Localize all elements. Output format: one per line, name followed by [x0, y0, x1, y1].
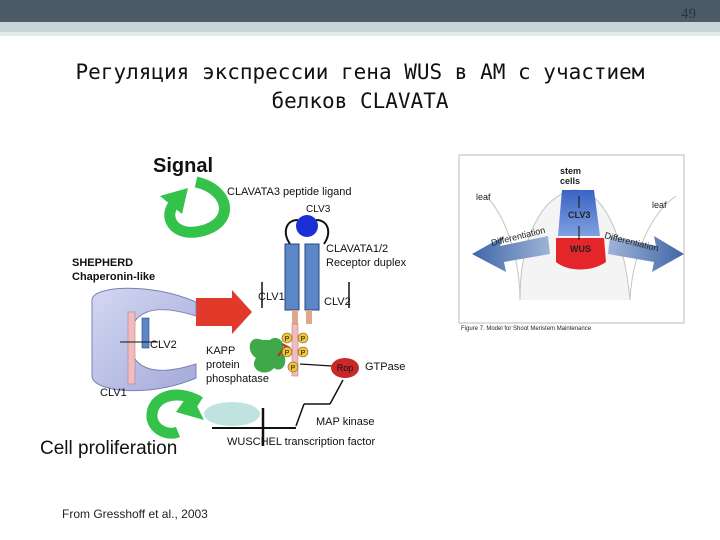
header-accent-band [0, 22, 720, 32]
phosphate-1-label: P [285, 336, 290, 343]
inset-leaf-left: leaf [476, 192, 491, 202]
rop-to-map-line [329, 379, 344, 405]
shepherd-label-line-1: SHEPHERD [72, 257, 133, 269]
signal-green-arrow [160, 176, 230, 238]
rop-label: Rop [337, 363, 354, 373]
wus-zone [556, 238, 606, 270]
phosphate-3-label: P [285, 350, 290, 357]
phosphate-4-label: P [301, 350, 306, 357]
cell-proliferation-label: Cell proliferation [40, 438, 177, 459]
clavata12-label-line-1: CLAVATA1/2 [326, 243, 388, 255]
red-arrow [196, 290, 252, 334]
clv3-top-label: CLV3 [306, 204, 331, 215]
slide-title-line-2: белков CLAVATA [271, 89, 449, 113]
signal-label: Signal [153, 155, 213, 177]
kapp-label-line-1: KAPP [206, 345, 235, 357]
clavata12-label-line-2: Receptor duplex [326, 257, 407, 269]
clv1-left-label: CLV1 [100, 387, 127, 399]
citation: From Gresshoff et al., 2003 [62, 507, 208, 521]
differentiation-arrow-left [472, 236, 550, 272]
inset-clv3-label: CLV3 [568, 210, 590, 220]
inset-stem-cells-line-1: stem [560, 166, 581, 176]
gtpase-label: GTPase [365, 361, 405, 373]
wuschel-label: WUSCHEL transcription factor [227, 436, 375, 448]
shepherd-chaperone [91, 287, 197, 392]
stem-cell-zone [558, 190, 600, 236]
inset-figure: stem cells leaf leaf CLV3 WUS Differenti… [458, 154, 685, 332]
clavata3-ligand-label: CLAVATA3 peptide ligand [227, 186, 352, 198]
inset-caption: Figure 7. Model for Shoot Meristem Maint… [461, 326, 592, 332]
clv3-ligand: CLV3 [284, 204, 331, 245]
receptor-duplex [284, 243, 320, 377]
phosphate-5-label: P [291, 365, 296, 372]
leaf-left-outline [485, 195, 521, 301]
clv2-left-label: CLV2 [150, 339, 177, 351]
slide-title-line-1: Регуляция экспрессии гена WUS в AM с уча… [75, 60, 645, 84]
slide-title: Регуляция экспрессии гена WUS в AM с уча… [0, 58, 720, 116]
differentiation-arrow-right [608, 236, 684, 272]
top-bar [0, 0, 720, 22]
proliferation-green-arrow [146, 389, 204, 439]
clv2-receptor-label: CLV2 [324, 296, 351, 308]
rop-protein [331, 358, 359, 378]
wuschel-protein [204, 402, 260, 426]
inset-leaf-right: leaf [652, 200, 667, 210]
inset-wus-label: WUS [570, 244, 591, 254]
map-to-wus-line [295, 403, 305, 427]
map-kinase-label: MAP kinase [316, 416, 375, 428]
rop-link-line [299, 363, 333, 367]
clv1-receptor-label: CLV1 [258, 291, 285, 303]
kapp-label-line-2: protein [206, 359, 240, 371]
leaf-right-outline [629, 195, 677, 301]
header-accent-stripe [0, 32, 720, 36]
phosphate-2-label: P [301, 336, 306, 343]
main-diagram: Signal CLAVATA3 peptide ligand CLV3 CLAV… [40, 155, 407, 459]
page-number: 49 [681, 6, 696, 22]
phosphate-groups: P P P P P [281, 332, 309, 373]
shepherd-label-line-2: Chaperonin-like [72, 271, 155, 283]
kapp-label-line-3: phosphatase [206, 373, 269, 385]
inset-stem-cells-line-2: cells [560, 176, 580, 186]
